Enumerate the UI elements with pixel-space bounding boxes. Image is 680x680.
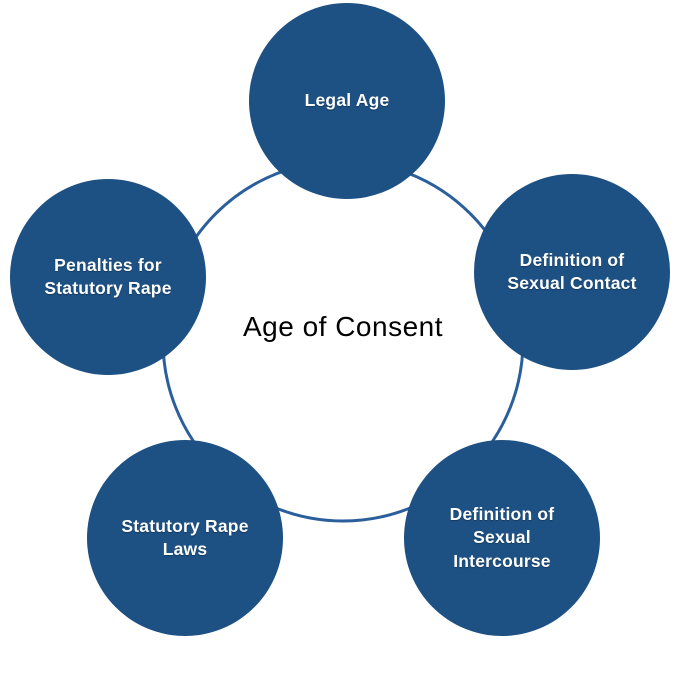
node-penalties-for-statutory-rape: Penalties for Statutory Rape (10, 179, 206, 375)
node-legal-age: Legal Age (249, 3, 445, 199)
node-definition-of-sexual-contact: Definition of Sexual Contact (474, 174, 670, 370)
node-definition-of-sexual-intercourse: Definition of Sexual Intercourse (404, 440, 600, 636)
diagram-center-label: Age of Consent (242, 311, 444, 342)
node-statutory-rape-laws: Statutory Rape Laws (87, 440, 283, 636)
